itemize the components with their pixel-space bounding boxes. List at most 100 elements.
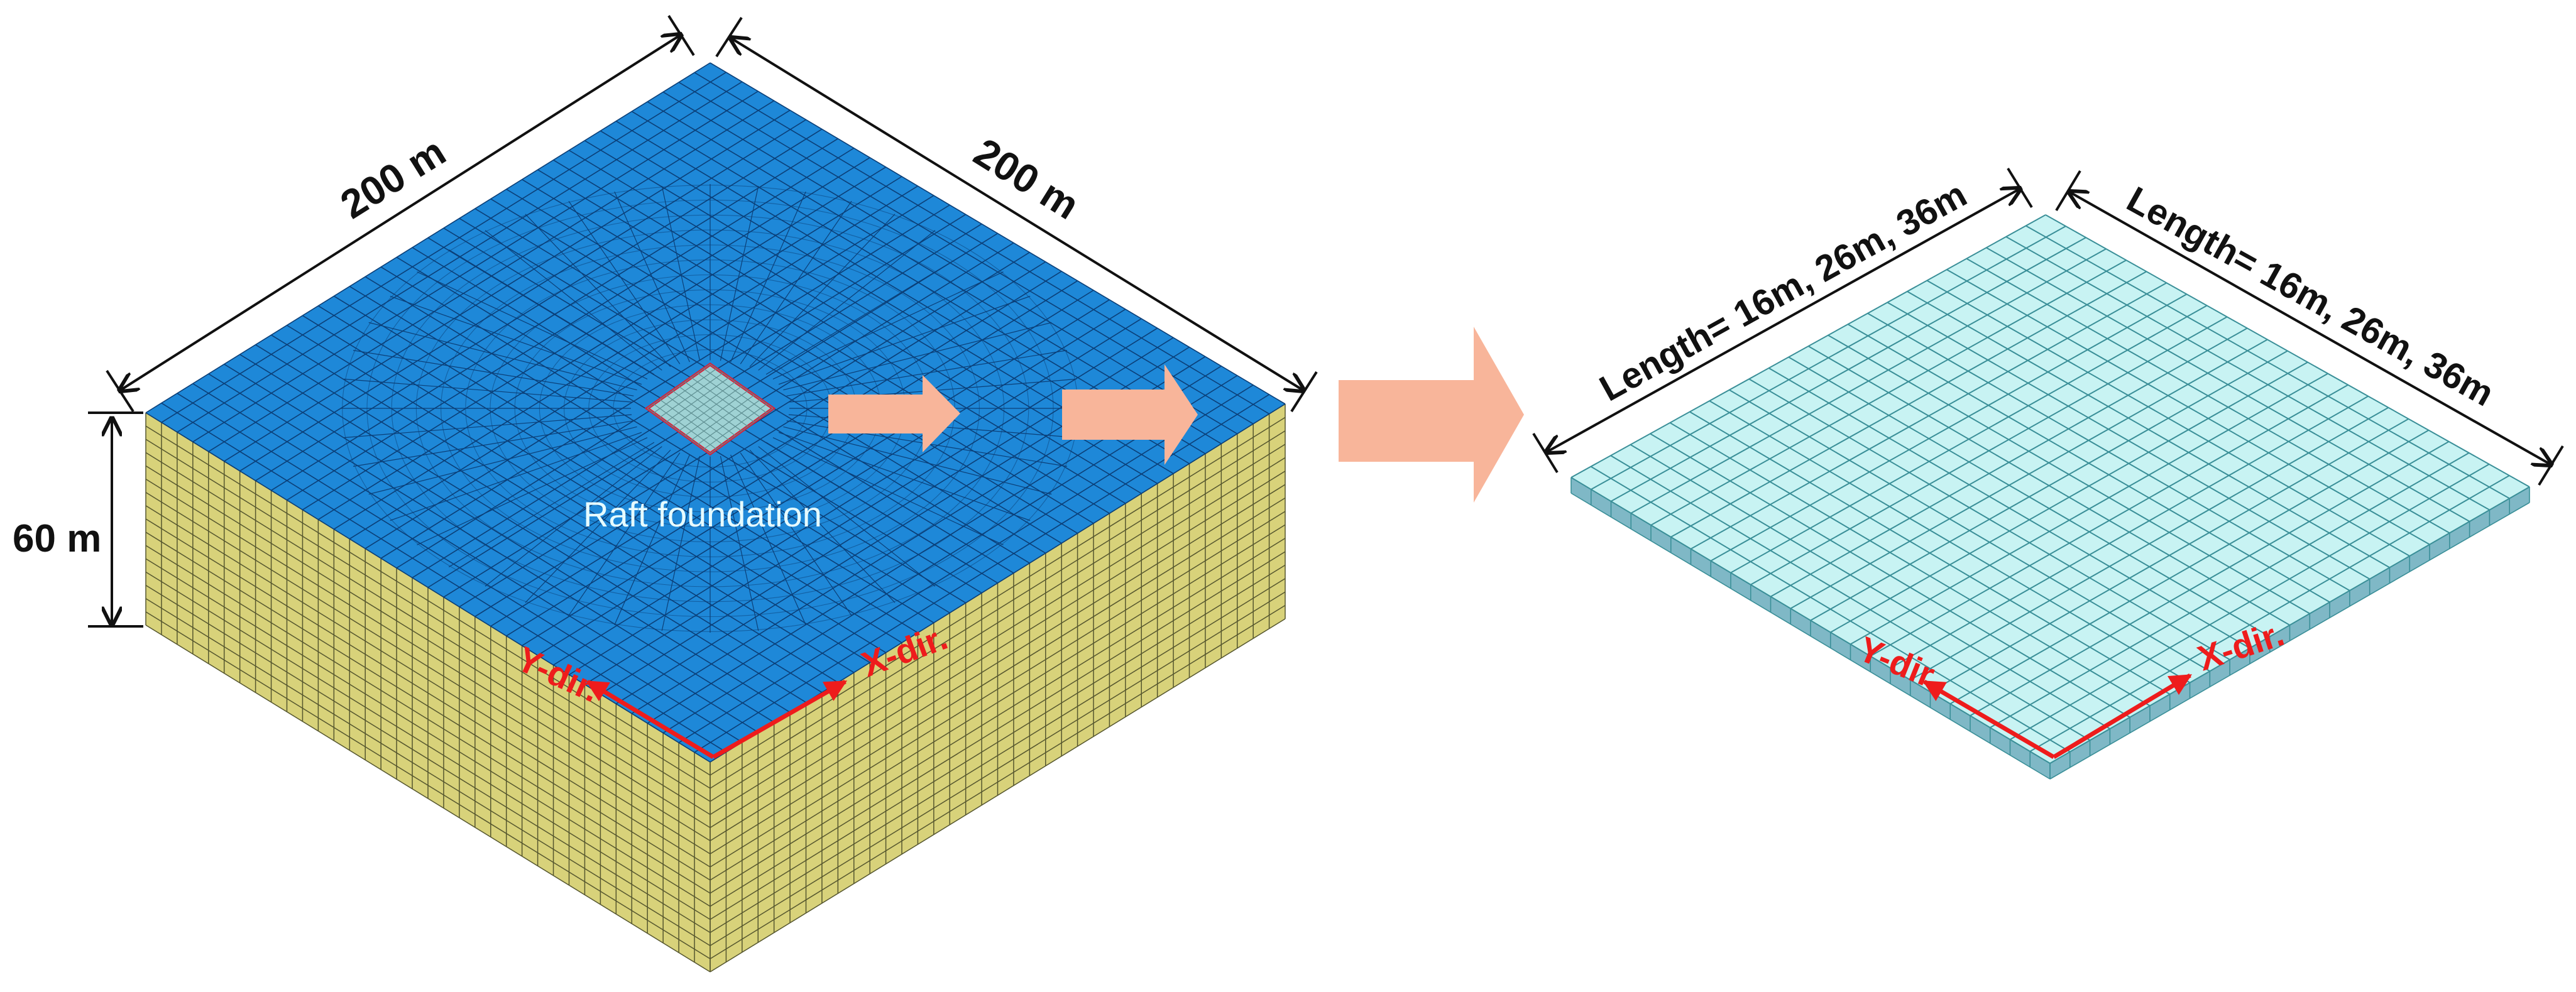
mesh-line (730, 454, 806, 626)
mesh-line (710, 564, 1286, 920)
mesh-line (1990, 452, 2470, 728)
dimension-height-label: 60 m (13, 517, 101, 560)
mesh-line (2049, 502, 2530, 780)
mesh-line (666, 377, 730, 423)
raft-foundation-label: Raft foundation (583, 494, 822, 534)
mesh-line (710, 471, 1286, 829)
raft-dimension-right-tick-b (2538, 445, 2564, 486)
mesh-line (772, 437, 1004, 545)
mesh-line (614, 454, 690, 626)
dimension-depth-label: 200 m (967, 129, 1087, 228)
mesh-line (145, 584, 711, 934)
mesh-ring (391, 214, 1029, 602)
mesh-line (368, 426, 637, 495)
mesh-line (145, 531, 711, 881)
soil-side-right-mesh (710, 403, 1286, 973)
mesh-line (758, 446, 936, 587)
mesh-line (783, 426, 1052, 495)
raft-dimension-left-tick-b (2007, 167, 2033, 209)
dimension-depth-line (730, 38, 1304, 391)
mesh-line (145, 505, 711, 854)
mesh-line (2010, 464, 2490, 740)
mesh-line (710, 604, 1286, 959)
mesh-line (710, 444, 1286, 802)
mesh-line (145, 624, 711, 973)
raft-y-axis-arrow (1922, 679, 2055, 760)
dimension-width-tick-b (667, 14, 695, 57)
dimension-height: 60 m (13, 412, 143, 628)
mesh-line (145, 465, 711, 815)
mesh-line (661, 455, 701, 631)
mesh-line (145, 545, 711, 894)
mesh-line (778, 432, 1031, 521)
mesh-line (353, 420, 634, 467)
mesh-line (710, 484, 1286, 841)
mesh-line (448, 442, 655, 567)
mesh-line (2029, 475, 2510, 752)
mesh-line (697, 399, 761, 445)
mesh-line (145, 598, 711, 946)
mesh-ring (366, 199, 1054, 618)
mesh-line (710, 591, 1286, 946)
mesh-line (710, 538, 1286, 894)
transition-arrows (828, 327, 1524, 503)
mesh-line (694, 394, 1270, 753)
mesh-line (145, 439, 711, 789)
dimension-width-line (119, 35, 681, 391)
mesh-line (2049, 486, 2530, 764)
mesh-line (710, 430, 1286, 789)
mesh-line (145, 558, 711, 907)
transition-arrow-2 (1062, 364, 1198, 465)
mesh-line (145, 611, 711, 959)
mesh-line (710, 408, 774, 454)
mesh-line (1949, 429, 2430, 705)
mesh-line (1970, 440, 2450, 717)
mesh-line (710, 457, 1286, 815)
mesh-line (720, 455, 759, 631)
dimension-depth-tick-b (1290, 371, 1318, 413)
mesh-line (710, 524, 1286, 881)
mesh-line (710, 618, 1286, 973)
dimension-width-label: 200 m (332, 129, 453, 227)
mesh-line (672, 381, 736, 427)
mesh-line (145, 452, 711, 802)
mesh-line (740, 452, 852, 616)
raft-x-axis-arrow (2053, 673, 2193, 760)
mesh-line (710, 497, 1286, 854)
raft-dimension-left-tick-a (1532, 432, 1559, 474)
raft-dimension-right-tick-a (2055, 170, 2081, 212)
raft-dimension-left-line (1546, 188, 2020, 452)
mesh-line (749, 449, 896, 603)
transition-arrow-3 (1339, 327, 1524, 503)
raft-plate (1570, 214, 2530, 780)
mesh-line (659, 373, 723, 418)
mesh-line (145, 518, 711, 868)
mesh-line (703, 403, 767, 450)
dimension-width-tick-a (106, 369, 134, 413)
mesh-line (390, 432, 642, 521)
mesh-line (1570, 493, 2051, 780)
mesh-ring (441, 244, 980, 572)
mesh-line (145, 425, 711, 776)
mesh-line (145, 478, 711, 829)
mesh-ring (613, 349, 808, 468)
mesh-line (485, 446, 662, 587)
soil-x-axis-arrow (712, 679, 848, 760)
mesh-line (710, 578, 1286, 934)
raft-dimension-right-line (2069, 192, 2551, 465)
mesh-line (710, 511, 1286, 868)
mesh-line (145, 492, 711, 841)
raft-foundation-mesh (647, 364, 774, 454)
mesh-line (691, 395, 755, 440)
mesh-line (568, 452, 681, 616)
mesh-line (765, 442, 972, 567)
transition-arrow-1 (828, 375, 960, 452)
mesh-ring (415, 229, 1005, 587)
soil-y-axis-arrow (585, 679, 715, 760)
mesh-line (417, 437, 648, 545)
mesh-line (525, 449, 671, 603)
mesh-line (684, 390, 748, 436)
mesh-line (343, 414, 632, 439)
mesh-line (710, 417, 1286, 776)
